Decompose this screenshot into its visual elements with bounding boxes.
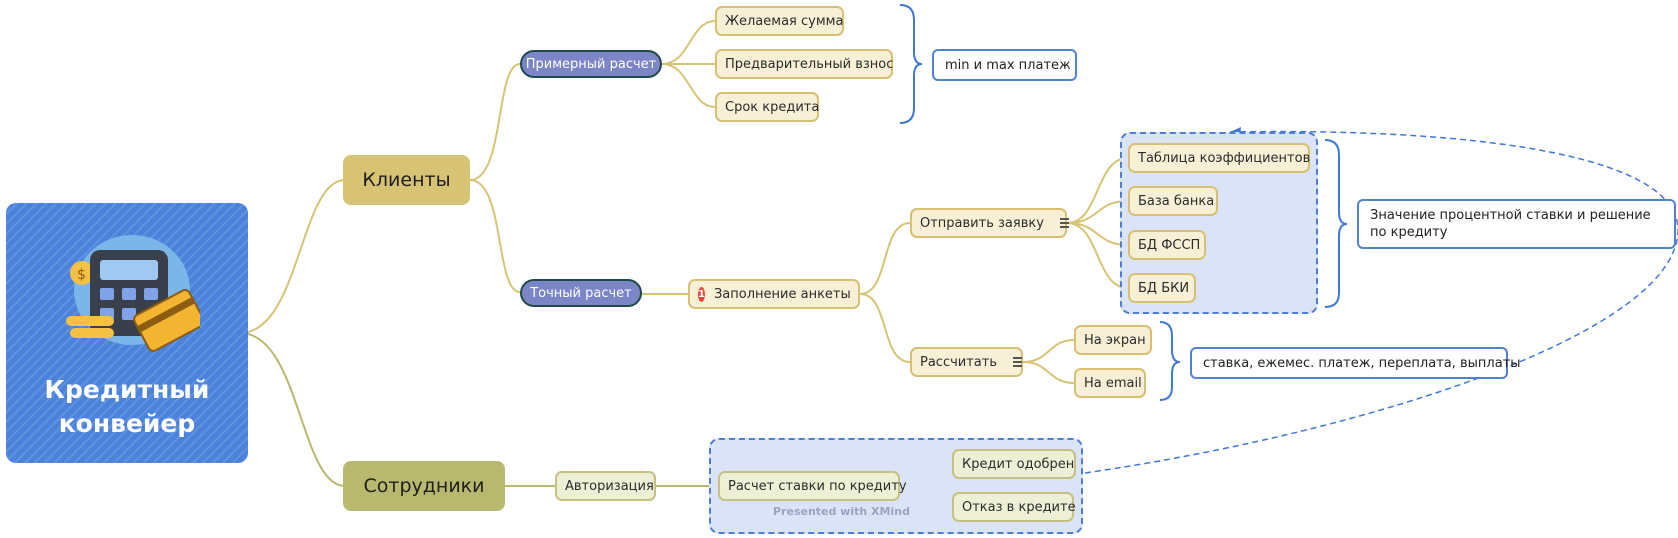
outcome-label: Кредит одобрен	[962, 456, 1075, 472]
send-request-label: Отправить заявку	[920, 215, 1044, 231]
outcome-approved[interactable]: Кредит одобрен	[952, 449, 1076, 479]
calc-result-note-text: ставка, ежемес. платеж, переплата, выпла…	[1203, 355, 1521, 371]
calc-item-label: На экран	[1084, 332, 1146, 348]
send-item-fssp-db[interactable]: БД ФССП	[1128, 230, 1206, 260]
branch-employees-label: Сотрудники	[363, 475, 485, 497]
branch-employees[interactable]: Сотрудники	[343, 461, 505, 511]
calc-item-email[interactable]: На email	[1074, 368, 1146, 398]
calculate-label: Рассчитать	[920, 354, 998, 370]
approx-item-label: Срок кредита	[725, 99, 820, 115]
calc-item-label: На email	[1084, 375, 1142, 391]
exact-calculation-label: Точный расчет	[530, 285, 632, 301]
send-item-label: БД ФССП	[1138, 237, 1201, 253]
authorization-label: Авторизация	[565, 478, 654, 494]
outcome-label: Отказ в кредите	[962, 499, 1076, 515]
form-filling-label: Заполнение анкеты	[713, 286, 851, 302]
send-item-bank-base[interactable]: База банка	[1128, 186, 1218, 216]
rate-calculation-label: Расчет ставки по кредиту	[728, 478, 907, 494]
calculate-node[interactable]: Рассчитать	[910, 347, 1023, 377]
branch-clients[interactable]: Клиенты	[343, 155, 470, 205]
send-item-label: База банка	[1138, 193, 1215, 209]
calc-result-note[interactable]: ставка, ежемес. платеж, переплата, выпла…	[1190, 347, 1521, 379]
root-title: Кредитный конвейер	[6, 373, 248, 441]
form-filling-node[interactable]: 1 Заполнение анкеты	[688, 279, 860, 309]
send-request-node[interactable]: Отправить заявку	[910, 208, 1069, 238]
watermark: Presented with XMind	[773, 505, 910, 518]
rate-calculation-node[interactable]: Расчет ставки по кредиту	[718, 471, 907, 501]
approx-calculation-label: Примерный расчет	[525, 56, 657, 72]
approx-calculation-node[interactable]: Примерный расчет	[520, 50, 662, 78]
approx-item-label: Предварительный взнос	[725, 56, 894, 72]
approx-summary-note-text: min и max платеж	[945, 57, 1071, 73]
send-item-label: Таблица коэффициентов	[1138, 150, 1311, 166]
approx-item-down-payment[interactable]: Предварительный взнос	[715, 49, 893, 79]
send-result-note-text: Значение процентной ставки и решение по …	[1370, 208, 1651, 240]
svg-text:$: $	[77, 267, 86, 283]
calc-item-screen[interactable]: На экран	[1074, 325, 1152, 355]
notes-icon[interactable]	[1013, 355, 1023, 369]
exact-calculation-node[interactable]: Точный расчет	[520, 279, 642, 307]
root-title-line-2: конвейер	[58, 409, 196, 438]
approx-item-loan-term[interactable]: Срок кредита	[715, 92, 819, 122]
send-result-note[interactable]: Значение процентной ставки и решение по …	[1357, 199, 1676, 249]
root-title-line-1: Кредитный	[44, 375, 210, 404]
outcome-rejected[interactable]: Отказ в кредите	[952, 492, 1076, 522]
send-item-coefficients[interactable]: Таблица коэффициентов	[1128, 143, 1310, 173]
approx-item-desired-sum[interactable]: Желаемая сумма	[715, 6, 844, 36]
priority-marker-icon: 1	[698, 286, 705, 302]
calculator-card-icon: $	[66, 235, 200, 352]
approx-summary-note[interactable]: min и max платеж	[932, 49, 1077, 81]
authorization-node[interactable]: Авторизация	[555, 471, 656, 501]
send-item-label: БД БКИ	[1138, 280, 1190, 296]
branch-clients-label: Клиенты	[362, 169, 451, 191]
send-item-bki-db[interactable]: БД БКИ	[1128, 273, 1196, 303]
notes-icon[interactable]	[1059, 216, 1069, 230]
approx-item-label: Желаемая сумма	[725, 13, 844, 29]
